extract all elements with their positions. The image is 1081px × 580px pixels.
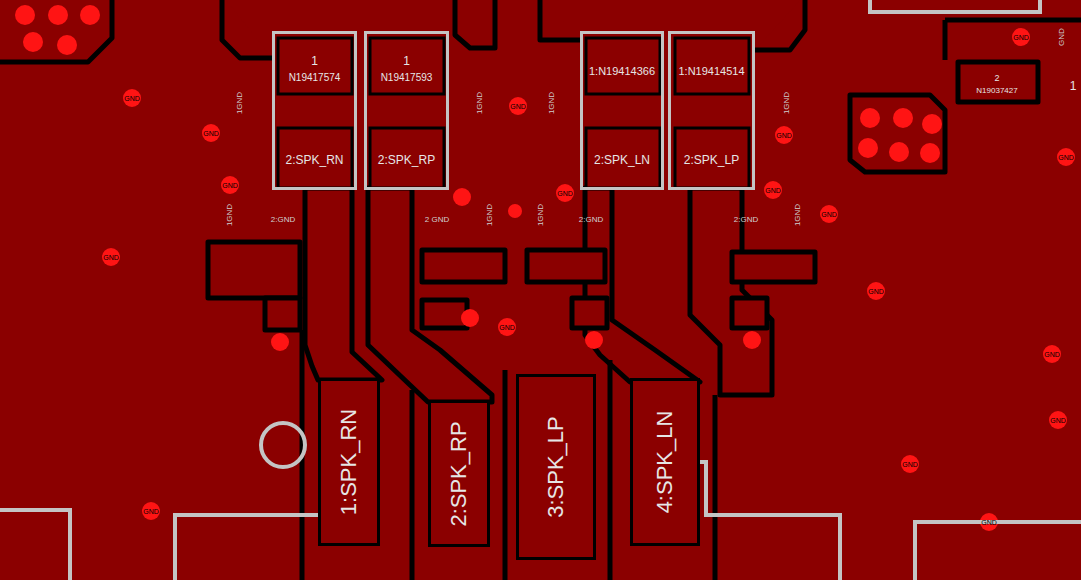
via-net-label: GND	[765, 187, 781, 194]
connector-pad: 3:SPK_LP	[516, 374, 596, 560]
pad-name: 1:SPK_RN	[338, 409, 360, 515]
component-outline: 1:N19414514 2:SPK_LP	[668, 31, 755, 190]
via-net-label: GND	[1058, 154, 1074, 161]
via-net-label: GND	[103, 254, 119, 261]
pad-net-label: 2:GND	[579, 216, 603, 224]
component-outline: 1N19417574 2:SPK_RN	[272, 31, 357, 190]
connector-pad: 4:SPK_LN	[630, 378, 700, 546]
pin-label: 2:SPK_RP	[378, 154, 435, 166]
via-net-label: GND	[1013, 34, 1029, 41]
pin-label: N19417593	[381, 73, 433, 83]
pad-name: 2:SPK_RP	[448, 421, 470, 526]
via-net-label: GND	[143, 508, 159, 515]
via-net-label: GND	[902, 461, 918, 468]
connector-pad: 2:SPK_RP	[428, 400, 490, 547]
pad-net-label: 2:GND	[271, 216, 295, 224]
pin-label: N19417574	[289, 73, 341, 83]
pad-net-label: 1GND	[476, 92, 484, 114]
pad-name: 3:SPK_LP	[545, 416, 567, 518]
via-net-label: GND	[868, 288, 884, 295]
via-net-label: GND	[981, 519, 997, 526]
via-net-label: GND	[203, 130, 219, 137]
connector-pad: 1:SPK_RN	[318, 378, 380, 546]
via-net-label: GND	[776, 132, 792, 139]
pad-net-label: 2 GND	[425, 216, 449, 224]
via-net-label: GND	[222, 182, 238, 189]
pin-label: 1	[403, 55, 410, 67]
component-outline: 1N19417593 2:SPK_RP	[364, 31, 449, 190]
pin-label: 1	[311, 55, 318, 67]
pad-net-label: 1GND	[548, 92, 556, 114]
net-label: N19037427	[976, 87, 1017, 95]
pad-net-label: 1GND	[486, 204, 494, 226]
pad-net-label: 1GND	[226, 204, 234, 226]
pad-net-label: 1GND	[783, 92, 791, 114]
pad-net-label: 1GND	[537, 204, 545, 226]
via-net-label: GND	[1044, 351, 1060, 358]
via-net-label: GND	[499, 324, 515, 331]
net-label: GND	[1058, 28, 1066, 46]
via-net-label: GND	[510, 103, 526, 110]
pin-label: 2	[994, 74, 999, 83]
pin-label: 1:N19414366	[589, 66, 655, 77]
pin-label: 1	[1070, 80, 1077, 92]
pad-net-label: 2:GND	[734, 216, 758, 224]
via-net-label: GND	[821, 211, 837, 218]
via-net-label: GND	[1050, 417, 1066, 424]
pin-label: 1:N19414514	[678, 66, 744, 77]
pad-net-label: 1GND	[794, 204, 802, 226]
pin-label: 2:SPK_LN	[594, 154, 650, 166]
component-outline: 1:N19414366 2:SPK_LN	[580, 31, 664, 190]
pin-label: 2:SPK_LP	[684, 154, 739, 166]
via-net-label: GND	[557, 190, 573, 197]
pad-net-label: 1GND	[236, 92, 244, 114]
via-net-label: GND	[124, 95, 140, 102]
pin-label: 2:SPK_RN	[285, 154, 343, 166]
pad-name: 4:SPK_LN	[654, 411, 676, 514]
